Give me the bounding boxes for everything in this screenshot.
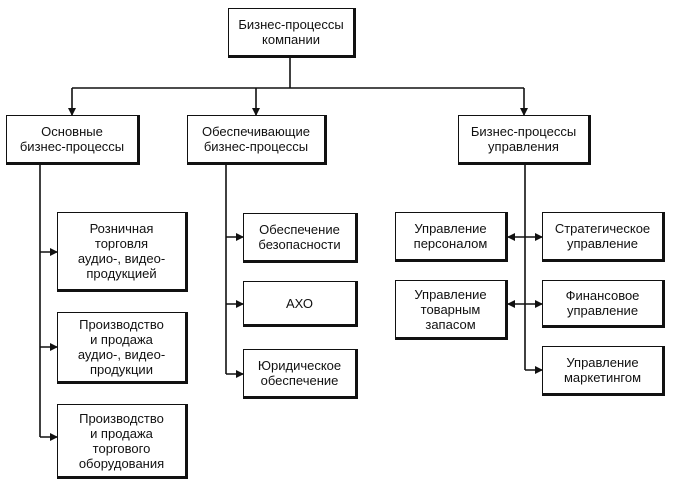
main-process-label: Производство и продажа аудио-, видео- пр… bbox=[77, 317, 166, 377]
support-process-legal: Юридическое обеспечение bbox=[243, 349, 358, 399]
category-management-label: Бизнес-процессы управления bbox=[470, 124, 577, 154]
support-process-label: Обеспечение безопасности bbox=[258, 222, 341, 252]
management-right-label: Финансовое управление bbox=[565, 288, 640, 318]
category-support-label: Обеспечивающие бизнес-процессы bbox=[202, 124, 310, 154]
support-process-aho: АХО bbox=[243, 281, 358, 327]
management-left-label: Управление товарным запасом bbox=[414, 286, 487, 332]
main-process-retail: Розничная торговля аудио-, видео- продук… bbox=[57, 212, 188, 292]
main-process-av-production: Производство и продажа аудио-, видео- пр… bbox=[57, 312, 188, 384]
management-right-label: Стратегическое управление bbox=[554, 221, 651, 251]
main-process-equipment: Производство и продажа торгового оборудо… bbox=[57, 404, 188, 479]
management-left-label: Управление персоналом bbox=[413, 221, 488, 251]
support-process-security: Обеспечение безопасности bbox=[243, 213, 358, 263]
category-support-processes: Обеспечивающие бизнес-процессы bbox=[187, 115, 327, 165]
root-node: Бизнес-процессы компании bbox=[228, 8, 356, 58]
support-process-label: АХО bbox=[285, 295, 314, 311]
management-hr: Управление персоналом bbox=[395, 212, 508, 262]
management-inventory: Управление товарным запасом bbox=[395, 280, 508, 340]
management-marketing: Управление маркетингом bbox=[542, 346, 665, 396]
management-right-label: Управление маркетингом bbox=[563, 355, 642, 385]
category-main-label: Основные бизнес-процессы bbox=[19, 124, 125, 154]
support-process-label: Юридическое обеспечение bbox=[257, 358, 342, 388]
management-financial: Финансовое управление bbox=[542, 280, 665, 328]
category-management-processes: Бизнес-процессы управления bbox=[458, 115, 591, 165]
main-process-label: Производство и продажа торгового оборудо… bbox=[78, 410, 165, 471]
management-strategic: Стратегическое управление bbox=[542, 212, 665, 262]
main-process-label: Розничная торговля аудио-, видео- продук… bbox=[77, 221, 166, 281]
category-main-processes: Основные бизнес-процессы bbox=[6, 115, 140, 165]
root-node-label: Бизнес-процессы компании bbox=[238, 17, 344, 47]
